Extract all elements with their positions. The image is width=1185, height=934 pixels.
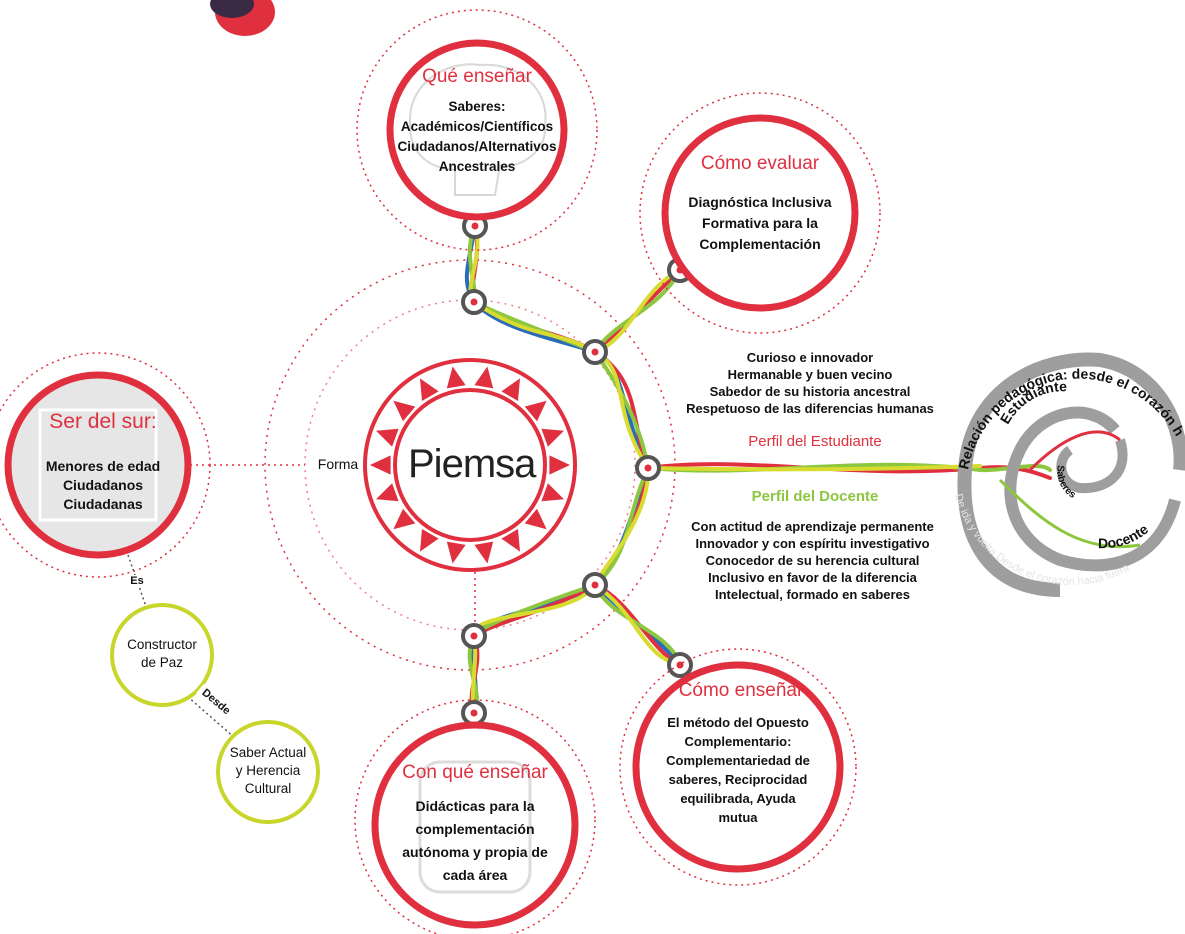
ser-del-sur-line: Ciudadanas [63,496,143,512]
perfil-docente-line: Innovador y con espíritu investigativo [695,536,930,551]
como-evaluar-circle [639,92,881,334]
que-ensenar-circle [356,9,598,251]
es-label: Es [122,575,152,587]
ser-del-sur-line: Ciudadanos [62,477,144,493]
como-ensenar-line: Complementariedad de [666,753,810,768]
node-lower [461,623,487,649]
spiral-graphic [957,352,1185,597]
perfil-docente-line: Inclusivo en favor de la diferencia [708,570,917,585]
piemsa-logo-text: Piemsa [408,442,536,486]
perfil-estudiante-title: Perfil del Estudiante [748,433,882,450]
forma-label: Forma [313,456,363,472]
como-ensenar-line: equilibrada, Ayuda [680,791,796,806]
que-ensenar-line: Ciudadanos/Alternativos [397,139,557,154]
como-evaluar-title: Cómo evaluar [700,153,820,174]
ser-del-sur-line: Menores de edad [45,458,161,474]
como-ensenar-line: Complementario: [684,734,792,749]
como-evaluar-text: Diagnóstica Inclusiva Formativa para la … [670,192,850,255]
que-ensenar-line: Académicos/Científicos [400,119,554,134]
perfil-docente-title: Perfil del Docente [751,488,879,505]
connector-desde [179,689,236,739]
node-upper [461,289,487,315]
spiral-docente: Docente [1098,521,1151,551]
brain-icon [408,63,547,196]
sun-triangle [376,428,399,447]
con-que-ensenar-circle [354,699,596,934]
sun-triangle [393,400,416,422]
sun-triangle [549,455,570,475]
ser-del-sur-title: Ser del sur: [49,410,157,433]
node-ensenar [667,652,693,678]
pattern-icon [418,760,532,894]
como-ensenar-text: El método del Opuesto Complementario: Co… [648,713,828,827]
saber-actual-circle [216,720,320,824]
que-ensenar-line: Saberes: [448,99,506,114]
con-que-ensenar-line: Didácticas para la [415,798,535,814]
sun-triangle [474,541,494,564]
perfil-docente-line: Intelectual, formado en saberes [714,587,911,602]
constructor-line: de Paz [140,655,184,670]
como-ensenar-line: saberes, Reciprocidad [668,772,808,787]
que-ensenar-title: Qué enseñar [422,66,532,87]
perfil-estudiante-line: Sabedor de su historia ancestral [709,384,911,399]
sun-triangle [370,455,391,475]
corner-decoration [210,0,275,36]
que-ensenar-text: Saberes: Académicos/Científicos Ciudadan… [387,97,567,177]
como-evaluar-line: Complementación [699,236,821,252]
con-que-ensenar-text: Didácticas para la complementación autón… [385,795,565,887]
strands [464,224,1052,715]
perfil-docente-line: Conocedor de su herencia cultural [705,553,920,568]
que-ensenar-line: Ancestrales [438,159,516,174]
como-evaluar-line: Formativa para la [702,215,818,231]
como-ensenar-line: El método del Opuesto [667,715,809,730]
sun-triangle [420,378,439,401]
con-que-ensenar-title: Con qué enseñar [402,762,548,783]
como-ensenar-line: mutua [718,810,758,825]
perfil-estudiante-list: Curioso e innovador Hermanable y buen ve… [660,349,960,417]
con-que-ensenar-line: cada área [442,867,508,883]
constructor-line: Constructor [127,637,197,652]
sun-triangle [420,529,439,552]
sun-triangle [541,483,564,502]
constructor-text: Constructor de Paz [112,636,212,672]
sun-triangle [446,366,466,389]
perfil-estudiante-line: Respetuoso de las diferencias humanas [686,401,934,416]
ser-del-sur-text: Menores de edad Ciudadanos Ciudadanas [28,457,178,514]
sun-triangle [376,483,399,502]
spiral-saberes: Saberes [1054,465,1078,501]
tribal-pattern-icon [38,408,158,522]
como-ensenar-title: Cómo enseñar [678,680,804,701]
constructor-circle [110,603,214,707]
saber-actual-line: y Herencia [235,763,301,778]
perfil-estudiante-line: Hermanable y buen vecino [727,367,893,382]
sun-triangle [524,508,547,530]
perfil-docente-list: Con actitud de aprendizaje permanente In… [640,518,985,603]
sun-triangle [524,400,547,422]
con-que-ensenar-line: autónoma y propia de [402,844,548,860]
saber-actual-line: Cultural [244,781,292,796]
sun-triangle [501,529,520,552]
sun-triangle [541,428,564,447]
saber-actual-line: Saber Actual [229,745,307,760]
node-upper-right [582,339,608,365]
perfil-docente-line: Con actitud de aprendizaje permanente [691,519,934,534]
sun-triangle [501,378,520,401]
spiral-outer-text: Relación pedagógica: desde el corazón ha… [0,0,1185,471]
saber-actual-text: Saber Actual y Herencia Cultural [218,744,318,798]
perfil-estudiante-line: Curioso e innovador [746,350,874,365]
node-lower-right [582,572,608,598]
como-ensenar-circle [619,648,857,886]
sun-triangle [474,366,494,389]
como-evaluar-line: Diagnóstica Inclusiva [688,194,832,210]
sun-triangle [446,541,466,564]
sun-triangle [393,508,416,530]
con-que-ensenar-line: complementación [415,821,535,837]
piemsa-sun-logo [363,358,577,572]
node-right [635,455,661,481]
